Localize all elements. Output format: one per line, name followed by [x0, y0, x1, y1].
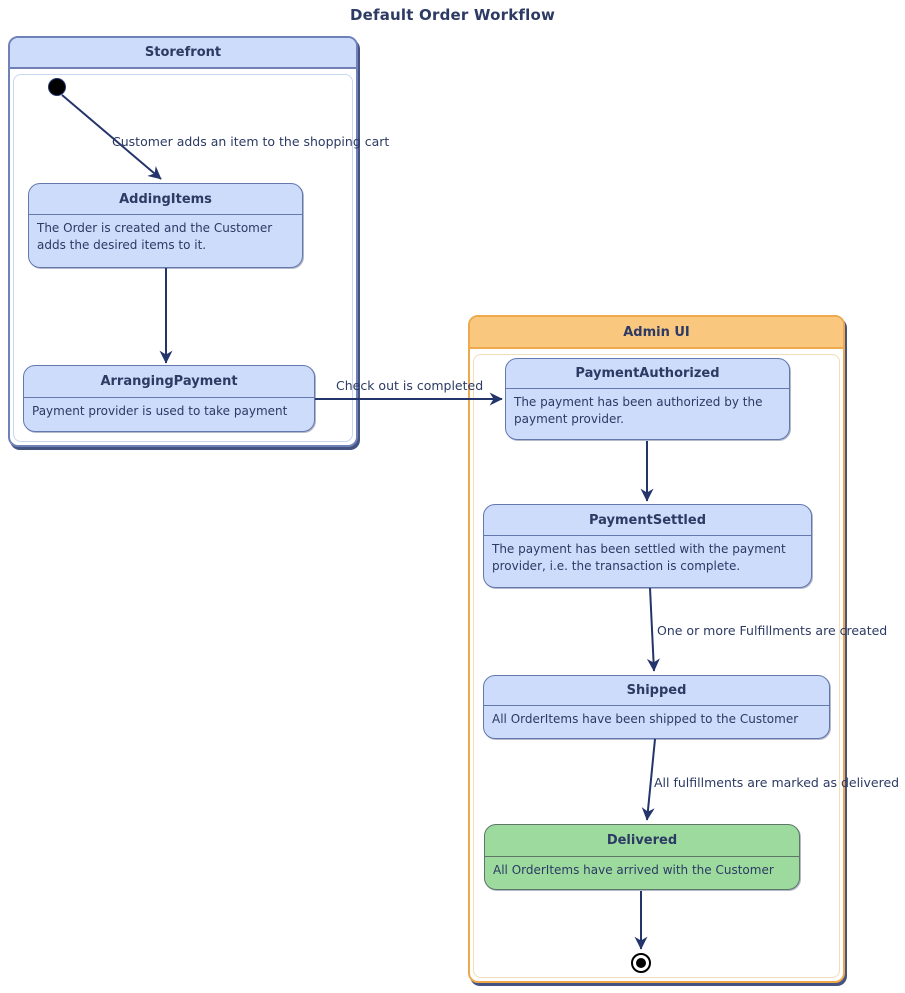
final-state-icon: [631, 953, 651, 973]
edge-label-fulfillments-created: One or more Fulfillments are created: [657, 623, 888, 638]
state-description: The payment has been authorized by the p…: [514, 395, 763, 426]
edge-label-marked-delivered: All fulfillments are marked as delivered: [654, 775, 900, 790]
initial-state-icon: [48, 78, 66, 96]
diagram-title: Default Order Workflow: [349, 6, 556, 24]
state-description: All OrderItems have arrived with the Cus…: [493, 863, 774, 877]
state-shipped: Shipped All OrderItems have been shipped…: [483, 675, 830, 739]
edge-label-checkout-completed: Check out is completed: [336, 378, 484, 393]
state-description: Payment provider is used to take payment: [32, 404, 288, 418]
state-description: The Order is created and the Customer ad…: [37, 221, 273, 252]
state-arranging-payment: ArrangingPayment Payment provider is use…: [23, 365, 315, 432]
state-title: AddingItems: [29, 184, 302, 215]
state-delivered: Delivered All OrderItems have arrived wi…: [484, 824, 800, 890]
state-payment-authorized: PaymentAuthorized The payment has been a…: [505, 358, 790, 440]
state-title: PaymentAuthorized: [506, 359, 789, 389]
state-title: ArrangingPayment: [24, 366, 314, 398]
state-title: PaymentSettled: [484, 505, 811, 536]
state-title: Shipped: [484, 676, 829, 706]
final-state-inner-dot: [636, 958, 646, 968]
edge-label-add-item: Customer adds an item to the shopping ca…: [112, 134, 390, 149]
state-description: All OrderItems have been shipped to the …: [492, 712, 799, 726]
state-adding-items: AddingItems The Order is created and the…: [28, 183, 303, 268]
state-title: Delivered: [485, 825, 799, 857]
admin-ui-header: Admin UI: [470, 317, 843, 349]
storefront-header: Storefront: [10, 38, 356, 69]
state-description: The payment has been settled with the pa…: [492, 542, 786, 573]
state-payment-settled: PaymentSettled The payment has been sett…: [483, 504, 812, 588]
